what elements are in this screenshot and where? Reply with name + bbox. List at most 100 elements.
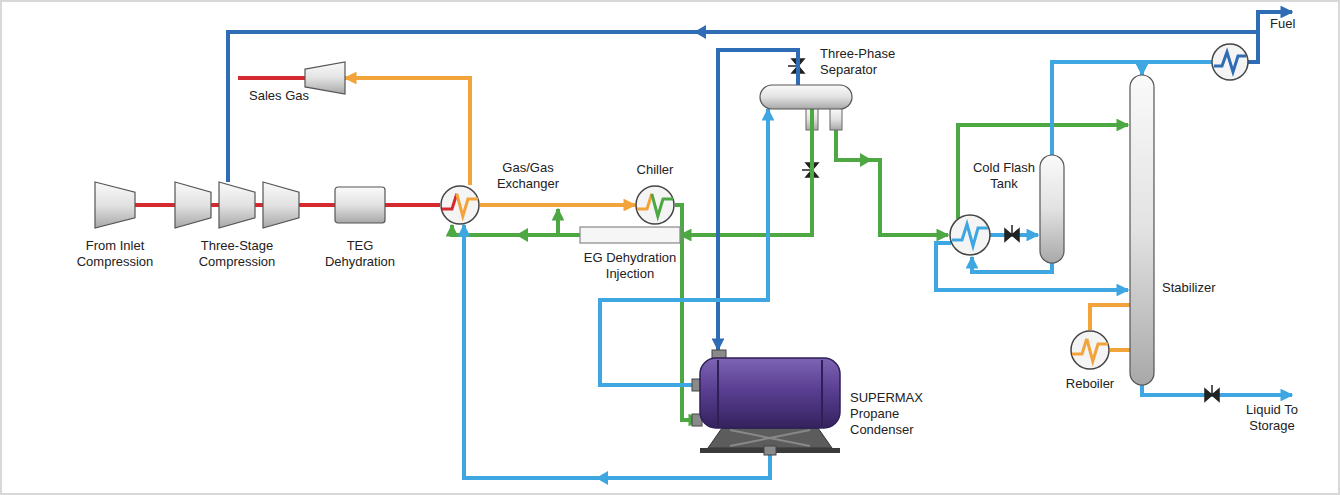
symbol-part <box>637 194 652 209</box>
overhead-exchanger <box>1212 44 1248 80</box>
symbol-part <box>1130 75 1154 385</box>
equipment-label: Three-Stage Compression <box>182 238 292 270</box>
sales-gas-pipe <box>238 76 305 80</box>
recycle-pipe <box>228 32 1258 182</box>
flash-liquid-pipe <box>972 257 1052 272</box>
valve-stem <box>1211 385 1213 395</box>
symbol-part <box>708 428 832 448</box>
pipe-connector <box>385 203 440 207</box>
equipment-label: Cold Flash Tank <box>970 160 1038 192</box>
symbol-part <box>1071 331 1109 369</box>
equipment-label: SUPERMAX Propane Condenser <box>850 390 936 438</box>
symbol-part <box>760 85 852 109</box>
compressor: From Inlet Compression <box>95 182 135 228</box>
equipment-symbol <box>175 182 299 228</box>
symbol-part <box>1072 339 1087 354</box>
symbol-part <box>700 358 840 428</box>
overhead-pipe <box>1142 60 1212 64</box>
equipment-symbol <box>95 182 135 228</box>
condensate-pipe <box>836 129 948 235</box>
symbol-part <box>717 360 719 426</box>
symbol-part <box>211 203 219 207</box>
equipment-symbol <box>760 85 852 109</box>
equipment-symbol <box>1040 155 1064 263</box>
equipment-symbol <box>635 185 675 225</box>
equipment-symbol <box>305 62 345 94</box>
exchanger-coil <box>952 224 988 246</box>
compressor: Sales Gas <box>305 62 345 94</box>
flow-arrows <box>516 25 872 485</box>
symbol-part <box>457 194 478 216</box>
equipment-symbol <box>1070 330 1110 370</box>
symbol-part <box>1040 155 1064 263</box>
equipment-symbol <box>700 350 840 455</box>
compressor-train: Three-Stage Compression <box>175 182 299 228</box>
equipment-label: Gas/Gas Exchanger <box>488 160 568 192</box>
pipe-connector <box>452 225 580 235</box>
symbol-part <box>764 446 776 455</box>
valve <box>1012 229 1019 241</box>
pipe-connector <box>600 109 768 385</box>
stream-label: Fuel <box>1270 16 1320 32</box>
equipment-label: Reboiler <box>1055 376 1125 392</box>
symbol-part <box>441 186 479 224</box>
flow-arrow <box>860 153 872 167</box>
dehydration-unit: TEG Dehydration <box>335 187 385 223</box>
symbol-part <box>730 430 810 446</box>
symbol-part <box>335 187 385 223</box>
symbol-part <box>175 182 211 228</box>
equipment-label: Three-Phase Separator <box>820 46 912 78</box>
injection-skid: EG Dehydration Injection <box>580 227 680 243</box>
symbol-part <box>580 227 680 243</box>
symbol-part <box>652 194 673 216</box>
exchanger-coil <box>1214 52 1246 72</box>
pipe-connector <box>135 203 175 207</box>
equipment-label: From Inlet Compression <box>60 238 170 270</box>
pipe-connector <box>299 203 335 207</box>
heat-exchanger: Gas/Gas Exchanger <box>440 185 480 225</box>
valve-stem <box>1011 225 1013 235</box>
stabilizer-column: Stabilizer <box>1130 75 1154 385</box>
exchanger-shell <box>1212 44 1248 80</box>
symbol-part <box>821 360 823 426</box>
pipes <box>228 12 1292 395</box>
equipment-symbol <box>440 185 480 225</box>
equipment-label: TEG Dehydration <box>310 238 410 270</box>
pipe-connector <box>1110 348 1130 352</box>
symbol-part <box>305 62 345 94</box>
symbol-part <box>95 182 135 228</box>
equipment-symbol <box>1130 75 1154 385</box>
valve <box>1212 389 1219 401</box>
symbol-part <box>255 203 263 207</box>
pipe-connector <box>345 78 470 185</box>
exchanger-shell <box>950 215 990 255</box>
symbol-part <box>219 182 255 228</box>
separator-vessel: Three-Phase Separator <box>760 85 852 109</box>
symbol-part <box>263 182 299 228</box>
equipment-label: Sales Gas <box>248 88 310 104</box>
symbol-part <box>636 186 674 224</box>
valves <box>788 59 1219 401</box>
cold-exchanger <box>950 215 990 255</box>
injection-pipe <box>556 209 560 235</box>
symbol-part <box>442 194 457 209</box>
propane-condenser: SUPERMAX Propane Condenser <box>700 350 840 455</box>
pipe-connector <box>1090 305 1130 330</box>
pipe-connector <box>480 203 635 207</box>
chiller: Chiller <box>635 185 675 225</box>
flash-tank: Cold Flash Tank <box>1040 155 1064 263</box>
pipe-connector <box>1052 62 1142 155</box>
pipe-connector <box>680 109 812 235</box>
boot <box>830 108 842 130</box>
equipment-symbol <box>580 227 680 243</box>
reboiler: Reboiler <box>1070 330 1110 370</box>
symbol-part <box>1087 339 1108 361</box>
stream-label: Liquid To Storage <box>1226 402 1318 434</box>
equipment-symbol <box>335 187 385 223</box>
equipment-label: EG Dehydration Injection <box>570 250 690 282</box>
equipment-label: Stabilizer <box>1162 280 1242 296</box>
flow-arrow <box>694 25 706 39</box>
equipment-label: Chiller <box>625 162 685 178</box>
